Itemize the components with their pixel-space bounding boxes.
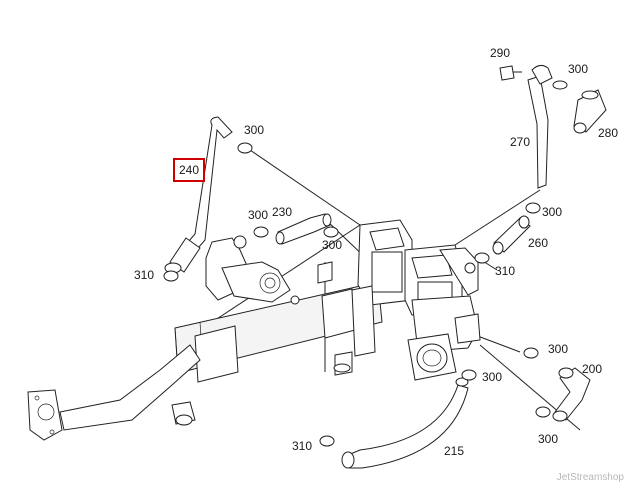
callout-260[interactable]: 260 bbox=[528, 236, 549, 250]
callout-310[interactable]: 310 bbox=[134, 268, 155, 282]
hose-215 bbox=[341, 377, 469, 469]
pipe-270-assembly bbox=[499, 64, 607, 189]
callout-300[interactable]: 300 bbox=[568, 62, 589, 76]
hose-260 bbox=[492, 215, 531, 255]
callout-300[interactable]: 300 bbox=[548, 342, 569, 356]
pipe-240 bbox=[164, 116, 233, 274]
callout-300[interactable]: 300 bbox=[542, 205, 563, 219]
callout-310[interactable]: 310 bbox=[292, 439, 313, 453]
callout-300[interactable]: 300 bbox=[248, 208, 269, 222]
callout-310[interactable]: 310 bbox=[495, 264, 516, 278]
callout-300[interactable]: 300 bbox=[538, 432, 559, 446]
hose-230 bbox=[275, 213, 332, 245]
watermark: JetStreamshop bbox=[556, 472, 624, 483]
callout-300[interactable]: 300 bbox=[244, 123, 265, 137]
connector-elbow bbox=[205, 235, 333, 305]
callout-230[interactable]: 230 bbox=[272, 205, 293, 219]
egr-valve-assembly bbox=[351, 219, 481, 381]
callout-200[interactable]: 200 bbox=[582, 362, 603, 376]
callout-300[interactable]: 300 bbox=[322, 238, 343, 252]
callout-290[interactable]: 290 bbox=[490, 46, 511, 60]
callout-280[interactable]: 280 bbox=[598, 126, 619, 140]
callout-270[interactable]: 270 bbox=[510, 135, 531, 149]
callout-300[interactable]: 300 bbox=[482, 370, 503, 384]
exhaust-pipe-left bbox=[27, 344, 201, 441]
hose-clamps bbox=[163, 142, 551, 447]
egr-cooler-body bbox=[174, 281, 383, 383]
callout-240-highlighted[interactable]: 240 bbox=[173, 158, 206, 182]
callout-215[interactable]: 215 bbox=[444, 444, 465, 458]
hose-200 bbox=[552, 367, 591, 422]
